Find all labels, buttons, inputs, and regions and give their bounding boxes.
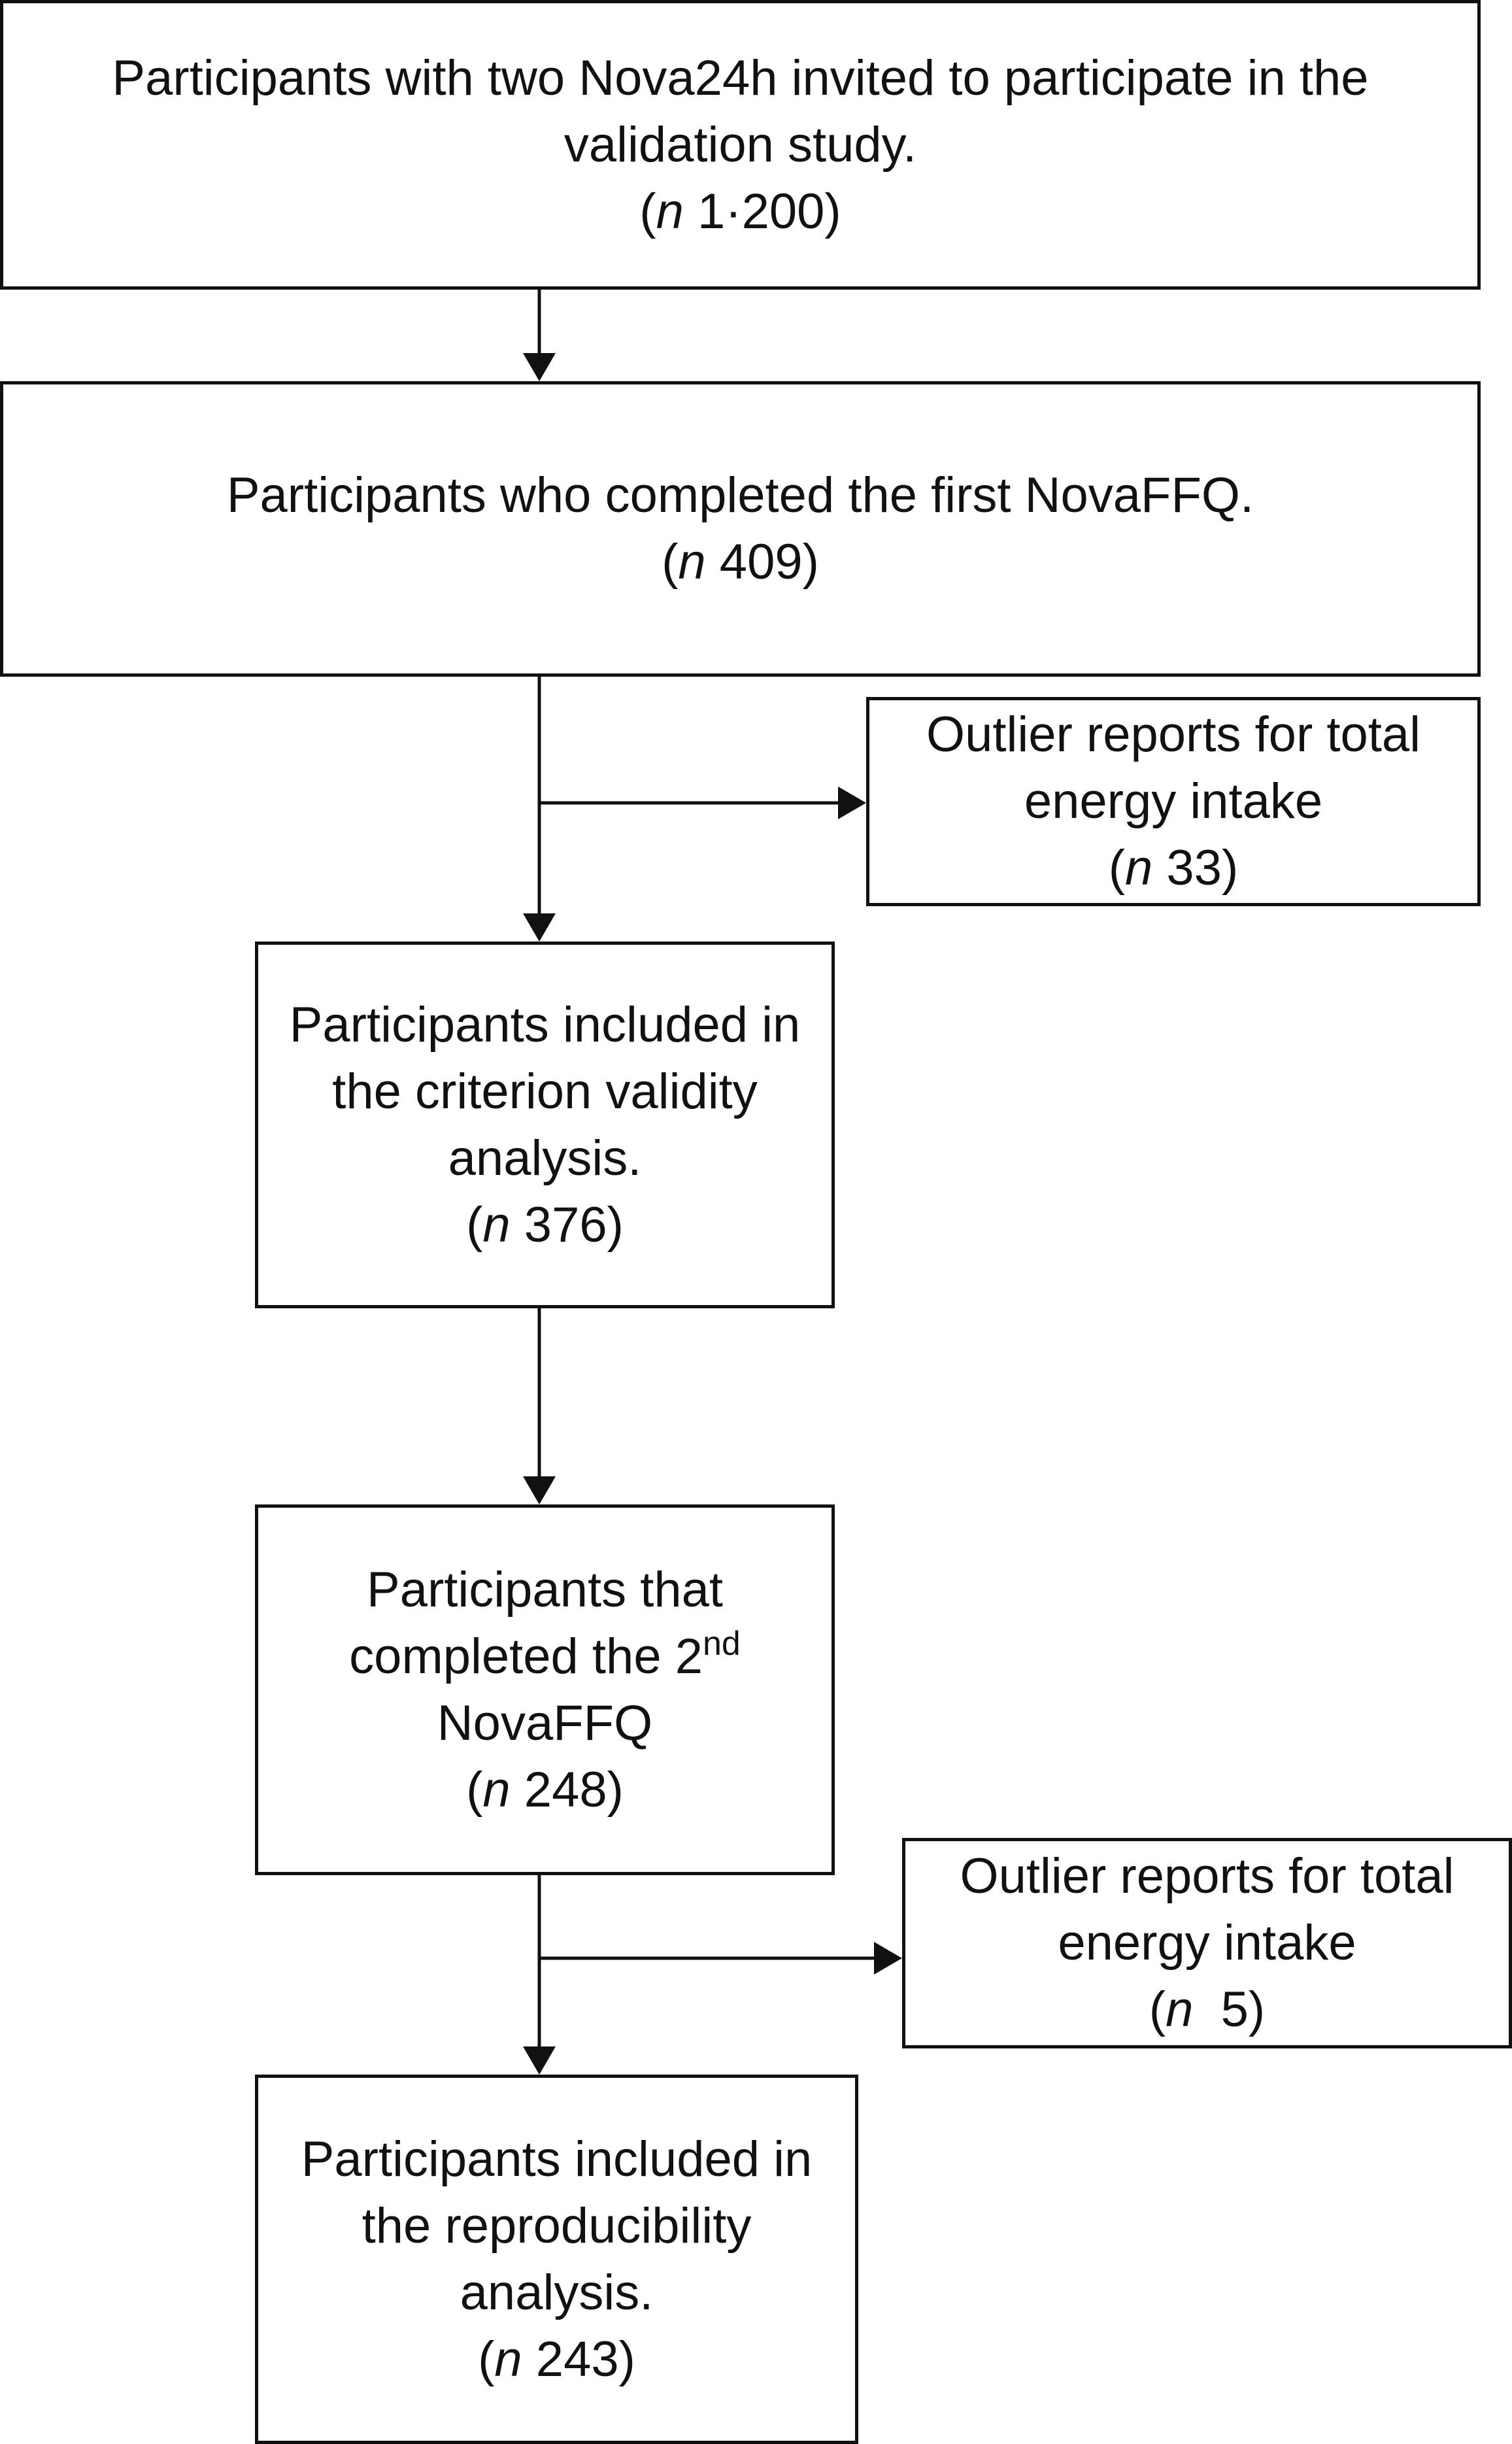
node-first-ffq: Participants who completed the first Nov… [0,381,1481,677]
node-first-ffq-line-1: Participants who completed the first Nov… [226,467,1254,523]
arrowhead [523,2046,556,2075]
node-outlier-2-line-2: energy intake [1058,1915,1356,1971]
node-reproducibility-line-2: the reproducibility [361,2198,752,2254]
n-value: 33 [1166,840,1222,896]
node-criterion-line-2: the criterion validity [332,1063,758,1119]
arrowhead [874,1942,902,1975]
ordinal-suffix: nd [702,1624,741,1663]
n-label: n [1125,840,1153,896]
node-criterion-count: (n 376) [466,1197,624,1253]
node-invited-line-2: validation study. [563,116,917,173]
arrowhead [523,1476,556,1504]
n-label: n [482,1761,511,1818]
node-second-ffq-line-2: completed the 2nd [349,1623,741,1690]
node-second-ffq: Participants that completed the 2nd Nova… [255,1504,835,1875]
n-label: n [482,1197,511,1253]
n-value: 376 [524,1197,607,1253]
arrowhead [523,913,556,942]
n-value: 5 [1220,1982,1249,2037]
n-value: 409 [719,534,803,590]
n-label: n [1166,1982,1194,2037]
n-value: 243 [535,2331,619,2387]
arrowhead [523,353,556,381]
n-label: n [494,2331,522,2387]
node-criterion-line-3: analysis. [448,1130,642,1186]
n-label: n [678,534,706,590]
node-outlier-2: Outlier reports for total energy intake … [902,1838,1512,2048]
node-outlier-2-line-1: Outlier reports for total [960,1848,1454,1904]
node-outlier-1-line-1: Outlier reports for total [926,707,1421,762]
node-outlier-1-line-2: energy intake [1024,773,1323,829]
node-outlier-2-count: (n 5) [1149,1982,1266,2037]
n-label: n [656,183,684,239]
node-second-ffq-line-1: Participants that [367,1561,723,1618]
node-reproducibility-count: (n 243) [478,2331,635,2387]
node-first-ffq-count: (n 409) [662,534,819,590]
node-reproducibility: Participants included in the reproducibi… [255,2075,858,2444]
node-second-ffq-count: (n 248) [466,1761,624,1818]
node-reproducibility-line-1: Participants included in [301,2131,813,2187]
n-value: 1·200 [697,183,825,239]
arrowhead [838,787,866,819]
node-criterion-line-1: Participants included in [289,996,801,1053]
node-outlier-1: Outlier reports for total energy intake … [866,697,1481,906]
node-invited: Participants with two Nova24h invited to… [0,0,1481,290]
node-outlier-1-count: (n 33) [1108,840,1239,896]
node-invited-count: (n 1·200) [639,183,841,239]
node-reproducibility-line-3: analysis. [460,2264,654,2320]
line-2-main: completed the 2 [349,1628,703,1684]
node-invited-line-1: Participants with two Nova24h invited to… [112,50,1369,106]
node-second-ffq-line-3: NovaFFQ [437,1695,653,1751]
node-criterion: Participants included in the criterion v… [255,942,835,1308]
n-value: 248 [524,1761,607,1818]
